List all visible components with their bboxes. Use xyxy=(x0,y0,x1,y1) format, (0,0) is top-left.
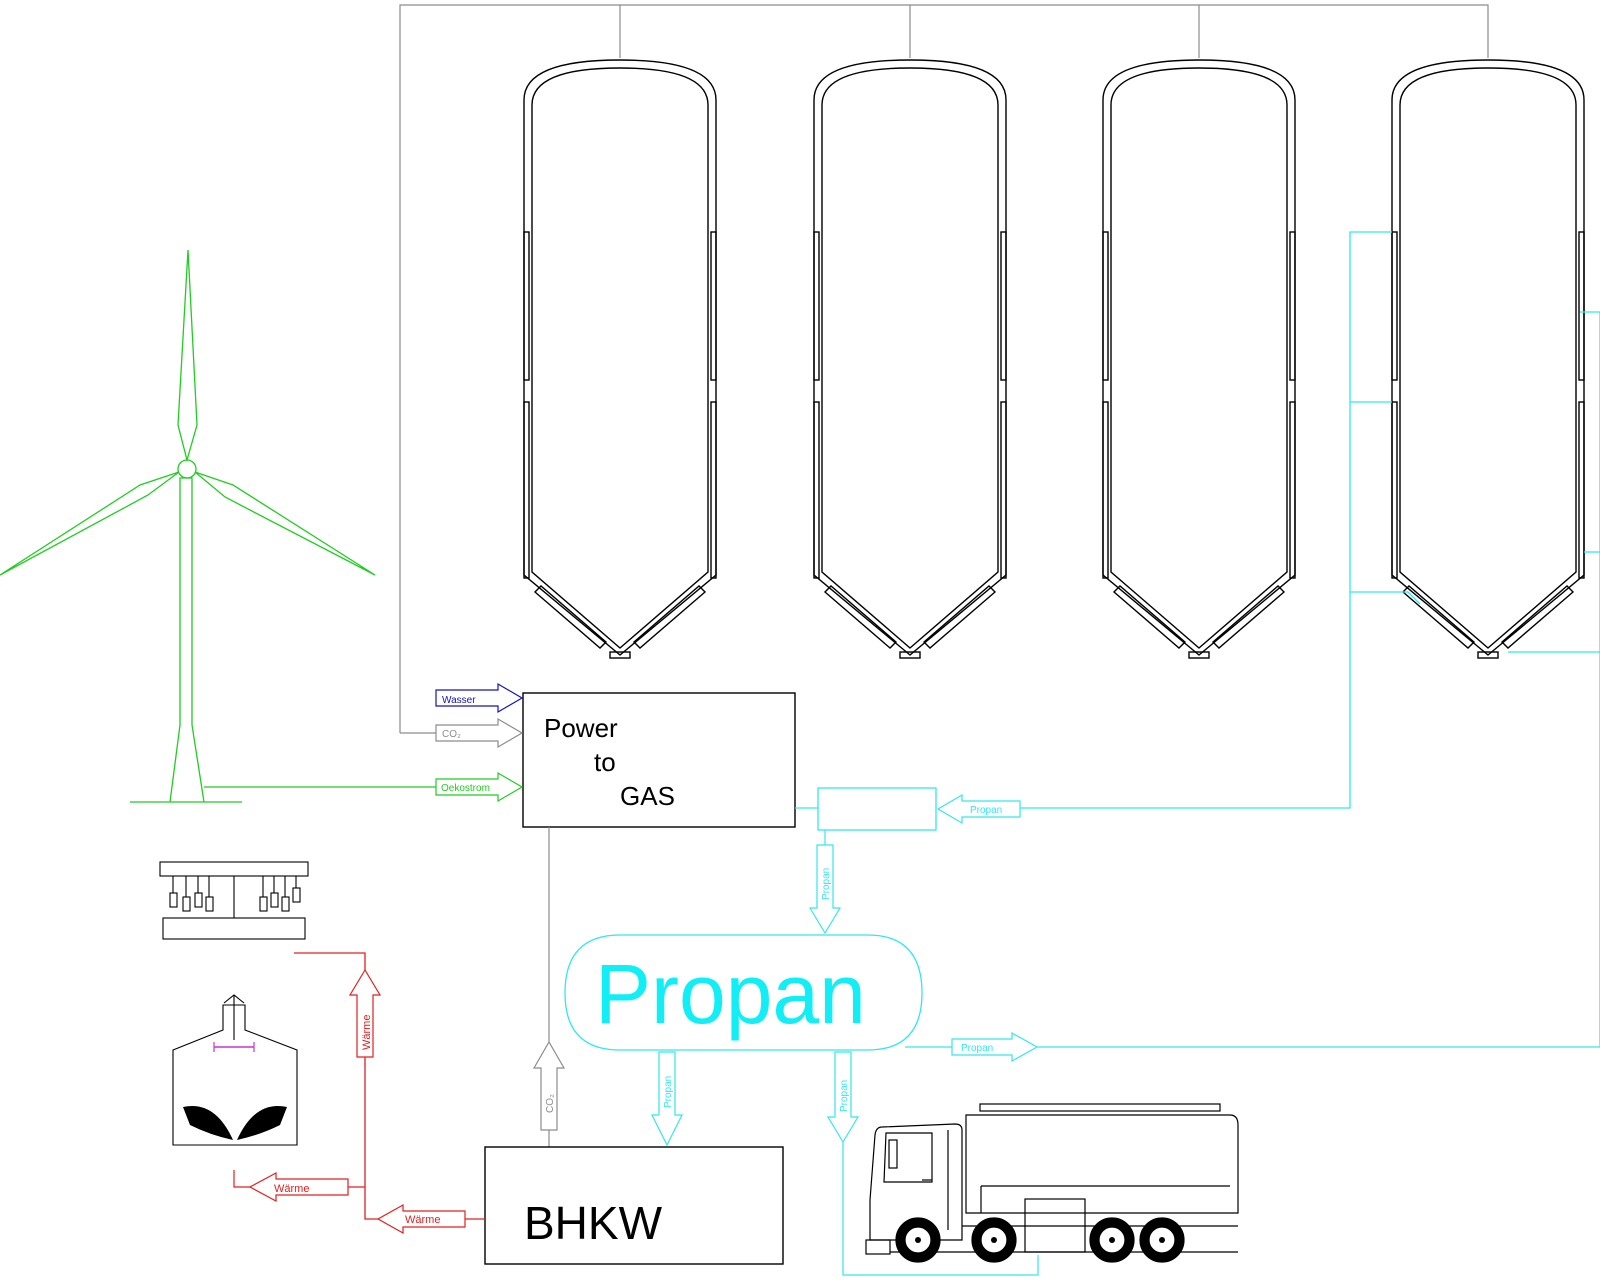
wasser-label: Wasser xyxy=(442,695,476,706)
waerme-pipes xyxy=(294,952,485,1220)
bhkw-label: BHKW xyxy=(524,1197,663,1249)
ptg-line3: GAS xyxy=(620,781,675,811)
digester-icon xyxy=(172,994,298,1146)
silo-1 xyxy=(523,59,717,659)
propan-return-label: Propan xyxy=(970,805,1002,816)
propan-return-arrow: Propan xyxy=(936,793,1021,825)
waerme-vertical-arrow: Wärme xyxy=(348,968,382,1058)
waerme-bhkw-arrow: Wärme xyxy=(376,1203,466,1235)
propan-condensation-unit xyxy=(795,787,937,831)
propan-down-label: Propan xyxy=(821,868,832,900)
propan-to-bhkw-arrow: Propan xyxy=(651,1051,683,1147)
co2-header-pipe xyxy=(399,4,1489,734)
bhkw-box: BHKW xyxy=(484,1146,784,1265)
propan-to-bhkw-label: Propan xyxy=(663,1076,674,1108)
silo-2 xyxy=(813,59,1007,659)
oekostrom-arrow: Oekostrom xyxy=(435,771,524,803)
propan-to-truck-label: Propan xyxy=(839,1080,850,1112)
propan-down-arrow: Propan xyxy=(808,830,842,935)
propan-tank-label: Propan xyxy=(595,947,866,1041)
co2-bhkw-line: CO₂ xyxy=(532,827,566,1147)
silo-4 xyxy=(1391,59,1585,659)
ptg-line2: to xyxy=(594,747,616,777)
tank-truck-icon xyxy=(865,1103,1239,1263)
power-to-gas-box: Power to GAS xyxy=(522,692,796,828)
waerme-bhkw-label: Wärme xyxy=(405,1214,440,1226)
co2-up-label: CO₂ xyxy=(545,1094,556,1113)
co2-in-label: CO₂ xyxy=(442,729,461,740)
propan-collection-pipes xyxy=(1020,231,1600,1048)
waerme-digester-arrow: Wärme xyxy=(233,1170,349,1203)
propan-out-right-label: Propan xyxy=(961,1043,993,1054)
oekostrom-label: Oekostrom xyxy=(441,783,490,794)
propan-out-right-arrow: Propan xyxy=(905,1031,1039,1063)
greenhouse-icon xyxy=(159,861,309,940)
propan-tank: Propan xyxy=(564,934,923,1051)
ptg-line1: Power xyxy=(544,713,618,743)
co2-in-arrow: CO₂ xyxy=(435,717,524,749)
waerme-vertical-label: Wärme xyxy=(361,1015,373,1050)
wasser-arrow: Wasser xyxy=(435,682,524,714)
propan-to-truck-arrow: Propan xyxy=(826,1051,1039,1276)
wind-turbine-icon xyxy=(0,249,436,803)
silo-3 xyxy=(1102,59,1296,659)
waerme-digester-label: Wärme xyxy=(274,1183,309,1195)
